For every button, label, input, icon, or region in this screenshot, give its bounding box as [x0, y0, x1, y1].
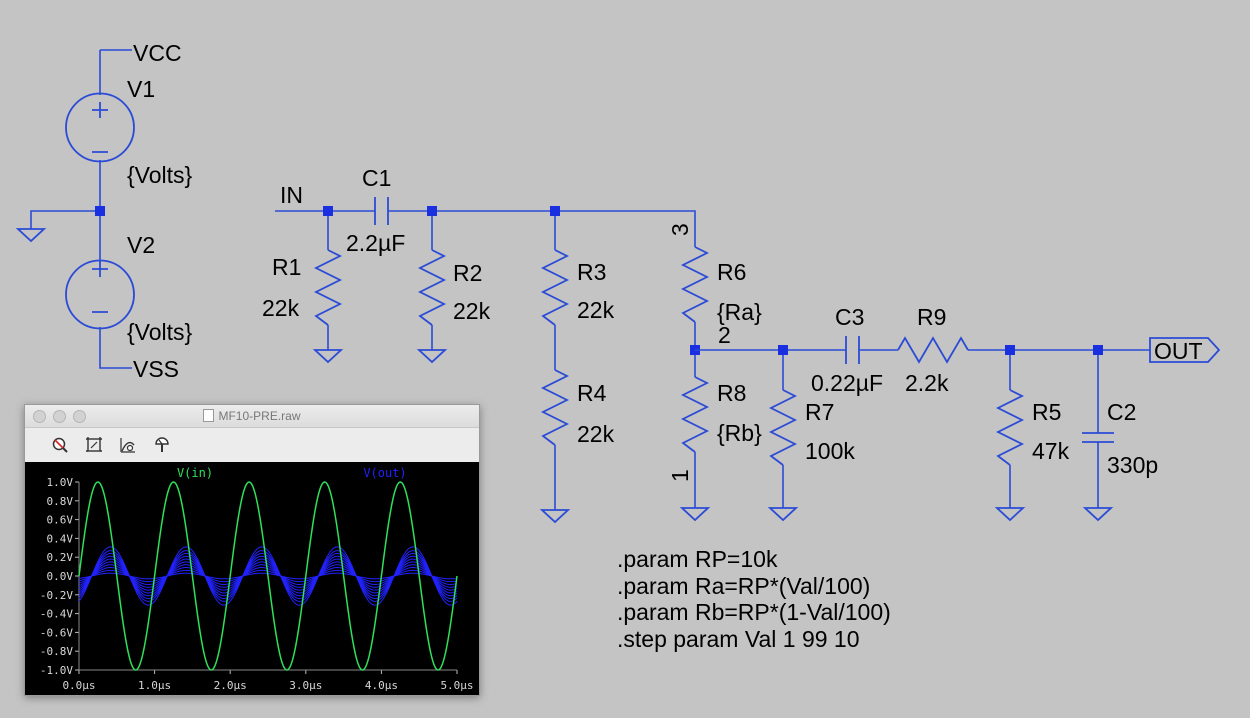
schematic-labels: VCC V1 {Volts} V2 {Volts} VSS IN C1 2.2µ…: [127, 40, 1203, 482]
y-tick-label: -0.2V: [40, 589, 73, 602]
zoom-area-icon[interactable]: [85, 436, 103, 454]
x-tick-label: 3.0µs: [289, 679, 322, 692]
label-r2-value: 22k: [453, 298, 491, 324]
zoom-window-button[interactable]: [73, 410, 86, 423]
label-vcc: VCC: [133, 40, 182, 66]
out-port[interactable]: [1149, 337, 1221, 363]
label-r5-value: 47k: [1032, 438, 1070, 464]
label-v1: V1: [127, 76, 155, 102]
window-title: MF10-PRE.raw: [25, 409, 479, 423]
directive-line[interactable]: .param Ra=RP*(Val/100): [617, 573, 870, 599]
y-tick-label: -0.4V: [40, 608, 73, 621]
label-vss: VSS: [133, 356, 179, 382]
x-tick-label: 1.0µs: [138, 679, 171, 692]
label-v2: V2: [127, 232, 155, 258]
x-tick-label: 2.0µs: [214, 679, 247, 692]
label-r7-value: 100k: [805, 438, 855, 464]
label-c1: C1: [362, 165, 391, 191]
label-v2-value: {Volts}: [127, 319, 193, 345]
supply-node: [95, 206, 105, 216]
label-out[interactable]: OUT: [1154, 338, 1203, 364]
node-in: [323, 206, 333, 216]
node-out: [1093, 345, 1103, 355]
label-c3: C3: [835, 304, 864, 330]
label-r8-value: {Rb}: [717, 420, 762, 446]
zoom-out-icon[interactable]: [51, 436, 69, 454]
x-tick-label: 4.0µs: [365, 679, 398, 692]
label-c2: C2: [1107, 399, 1136, 425]
y-tick-label: 0.4V: [47, 532, 74, 545]
y-tick-label: 0.2V: [47, 551, 74, 564]
trace-vin[interactable]: [78, 481, 458, 671]
label-r7: R7: [805, 399, 834, 425]
output-network: [695, 336, 1221, 522]
trace-area[interactable]: [78, 481, 458, 671]
node-r5: [1005, 345, 1015, 355]
node-c1: [427, 206, 437, 216]
legend-vout[interactable]: V(out): [363, 466, 406, 480]
x-tick-label: 5.0µs: [440, 679, 473, 692]
y-tick-label: -0.6V: [40, 626, 73, 639]
label-v1-value: {Volts}: [127, 162, 193, 188]
directive-line[interactable]: .param Rb=RP*(1-Val/100): [617, 599, 891, 625]
node-r3: [550, 206, 560, 216]
x-axis: 0.0µs 1.0µs 2.0µs 3.0µs 4.0µs 5.0µs: [62, 669, 474, 692]
label-r4: R4: [577, 380, 607, 406]
label-pin2: 2: [718, 322, 731, 348]
label-in: IN: [280, 182, 303, 208]
file-icon: [203, 409, 215, 422]
spice-directives[interactable]: .param RP=10k .param Ra=RP*(Val/100) .pa…: [617, 546, 891, 652]
y-tick-label: 0.6V: [47, 514, 74, 527]
label-pin3: 3: [667, 223, 693, 236]
label-pin1: 1: [667, 469, 693, 482]
y-tick-label: 0.8V: [47, 495, 74, 508]
close-window-button[interactable]: [33, 410, 46, 423]
label-r2: R2: [453, 260, 482, 286]
label-r1: R1: [272, 254, 301, 280]
label-c1-value: 2.2µF: [346, 230, 405, 256]
directive-line[interactable]: .step param Val 1 99 10: [617, 626, 860, 652]
legend-vin[interactable]: V(in): [177, 466, 213, 480]
label-r8: R8: [717, 380, 746, 406]
input-network: [275, 197, 696, 524]
minimize-window-button[interactable]: [53, 410, 66, 423]
y-tick-label: 1.0V: [47, 476, 74, 489]
waveform-chart[interactable]: 1.0V 0.8V 0.6V 0.4V 0.2V 0.0V -0.2V -0.4V -0.6V -…: [25, 462, 479, 695]
probe-icon[interactable]: [153, 436, 171, 454]
label-c2-value: 330p: [1107, 452, 1158, 478]
waveform-toolbar: [25, 428, 479, 462]
y-tick-label: -0.8V: [40, 645, 73, 658]
legend: V(in) V(out): [177, 466, 407, 480]
label-r9: R9: [917, 304, 946, 330]
label-r6-value: {Ra}: [717, 299, 762, 325]
supply-section: [15, 49, 135, 369]
y-tick-label: -1.0V: [40, 664, 73, 677]
label-r3: R3: [577, 259, 606, 285]
y-axis: 1.0V 0.8V 0.6V 0.4V 0.2V 0.0V -0.2V -0.4V -0.6V -…: [40, 476, 80, 677]
node-r7: [778, 345, 788, 355]
label-r1-value: 22k: [262, 295, 300, 321]
x-tick-label: 0.0µs: [62, 679, 95, 692]
waveform-window[interactable]: MF10-PRE.raw 1.0V 0.8V 0.6V 0.4V 0.2V 0.0V -0.…: [24, 404, 480, 696]
directive-line[interactable]: .param RP=10k: [617, 546, 778, 572]
label-r3-value: 22k: [577, 297, 615, 323]
label-r4-value: 22k: [577, 421, 615, 447]
waveform-plot[interactable]: 1.0V 0.8V 0.6V 0.4V 0.2V 0.0V -0.2V -0.4V -0.6V -…: [25, 462, 479, 695]
window-title-text: MF10-PRE.raw: [218, 409, 301, 423]
label-c3-value: 0.22µF: [811, 370, 883, 396]
autorange-icon[interactable]: [119, 436, 137, 454]
label-r6: R6: [717, 259, 746, 285]
window-titlebar[interactable]: MF10-PRE.raw: [25, 405, 479, 428]
label-r5: R5: [1032, 399, 1061, 425]
label-r9-value: 2.2k: [905, 370, 949, 396]
y-tick-label: 0.0V: [47, 570, 74, 583]
